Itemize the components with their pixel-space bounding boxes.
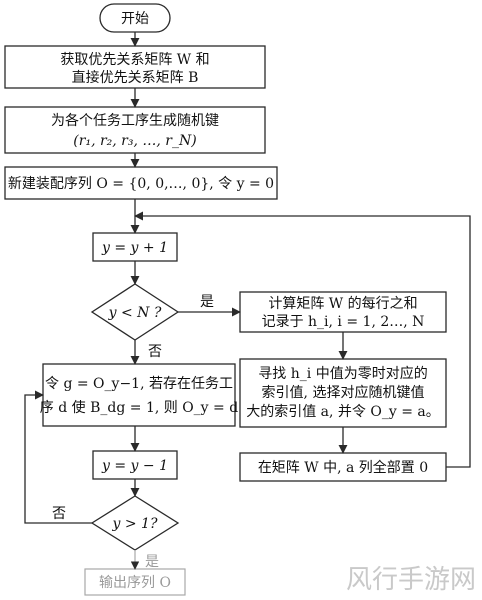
arrow-zero-loop-back — [134, 211, 471, 468]
start-label: 开始 — [121, 11, 149, 27]
no-label-down: 否 — [148, 344, 162, 360]
row-sum-line-1: 计算矩阵 W 的每行之和 — [268, 296, 417, 312]
random-keys-line-2: (r₁, r₂, r₃, …, r_N) — [73, 133, 196, 149]
yes-label-right: 是 — [200, 294, 214, 310]
new-sequence-box — [4, 166, 278, 200]
random-keys-line-1: 为各个任务工序生成随机键 — [51, 113, 219, 129]
find-index-line-1: 寻找 h_i 中值为零时对应的 — [258, 365, 427, 382]
find-index-line-3: 大的索引值 a, 并令 O_y = a。 — [246, 403, 440, 420]
get-matrices-line-1: 获取优先关系矩阵 W 和 — [60, 52, 209, 68]
no-label-left: 否 — [52, 506, 66, 522]
condition-y-lt-n-label: y < N ? — [108, 305, 162, 321]
condition-y-gt-1-label: y > 1? — [112, 516, 158, 532]
find-index-line-2: 索引值, 选择对应随机键值 — [262, 384, 425, 401]
assign-line-1: 令 g = O_y−1, 若存在任务工 — [45, 376, 233, 392]
output-label: 输出序列 O — [99, 575, 171, 591]
assign-line-2: 序 d 使 B_dg = 1, 则 O_y = d — [40, 399, 238, 416]
y-decrement-label: y = y − 1 — [101, 458, 168, 474]
y-increment-label: y = y + 1 — [101, 240, 168, 256]
row-sum-line-2: 记录于 h_i, i = 1, 2…, N — [262, 314, 425, 330]
new-sequence-label: 新建装配序列 O = {0, 0,…, 0}, 令 y = 0 — [8, 176, 274, 192]
arrow-no-loop-back — [24, 390, 92, 524]
assign-box — [42, 363, 236, 427]
watermark: 风行手游网 — [346, 565, 476, 595]
zero-column-label: 在矩阵 W 中, a 列全部置 0 — [258, 459, 428, 476]
get-matrices-line-2: 直接优先关系矩阵 B — [72, 69, 199, 86]
yes-label-down: 是 — [145, 554, 159, 570]
